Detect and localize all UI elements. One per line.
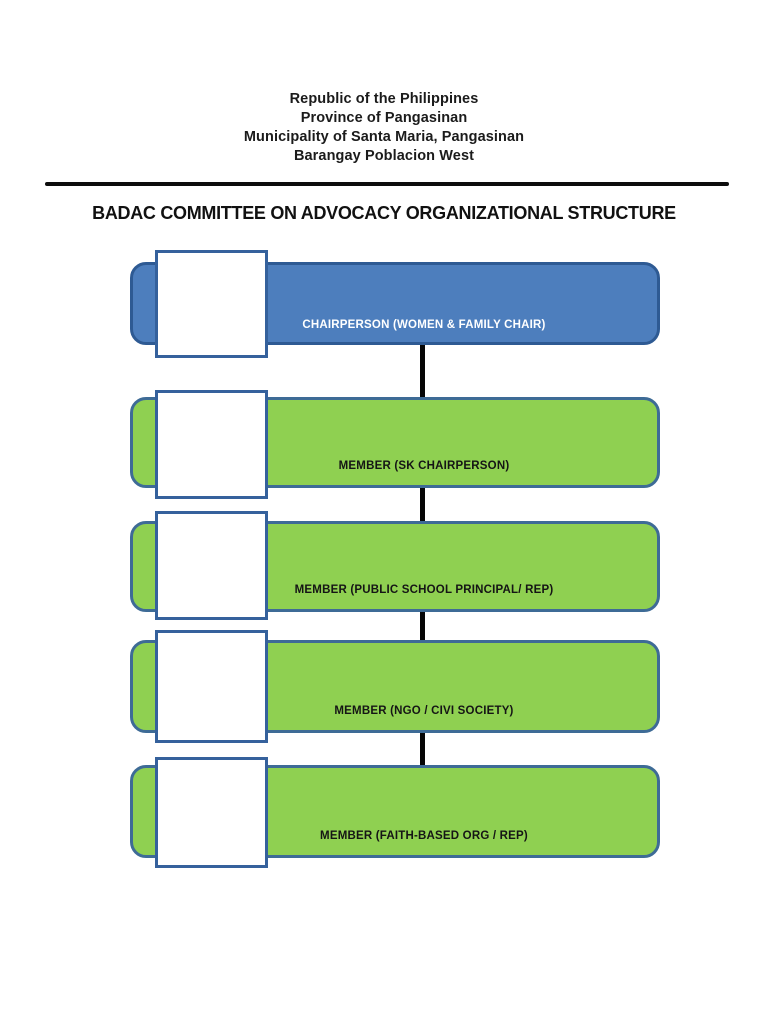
header-line-barangay: Barangay Poblacion West [293, 148, 475, 164]
header-line-republic: Republic of the Philippines [289, 91, 479, 107]
header-line-municipality: Municipality of Santa Maria, Pangasinan [243, 129, 525, 145]
org-node-label: MEMBER (NGO / CIVI SOCIETY) [334, 705, 514, 717]
photo-placeholder-member-sk-chairperson [155, 390, 268, 499]
org-node-label: MEMBER (SK CHAIRPERSON) [338, 460, 510, 472]
document-header: Republic of the Philippines Province of … [0, 90, 768, 166]
photo-placeholder-member-school-principal [155, 511, 268, 620]
org-node-label: MEMBER (FAITH-BASED ORG / REP) [320, 830, 528, 842]
page-title: BADAC COMMITTEE ON ADVOCACY ORGANIZATION… [92, 203, 676, 223]
org-node-label: CHAIRPERSON (WOMEN & FAMILY CHAIR) [302, 319, 546, 331]
header-line-province: Province of Pangasinan [300, 110, 468, 126]
photo-placeholder-member-faith-based-org [155, 757, 268, 868]
photo-placeholder-member-ngo-civi-society [155, 630, 268, 743]
header-divider-line [45, 182, 729, 186]
org-node-label: MEMBER (PUBLIC SCHOOL PRINCIPAL/ REP) [294, 584, 554, 596]
photo-placeholder-chairperson [155, 250, 268, 358]
